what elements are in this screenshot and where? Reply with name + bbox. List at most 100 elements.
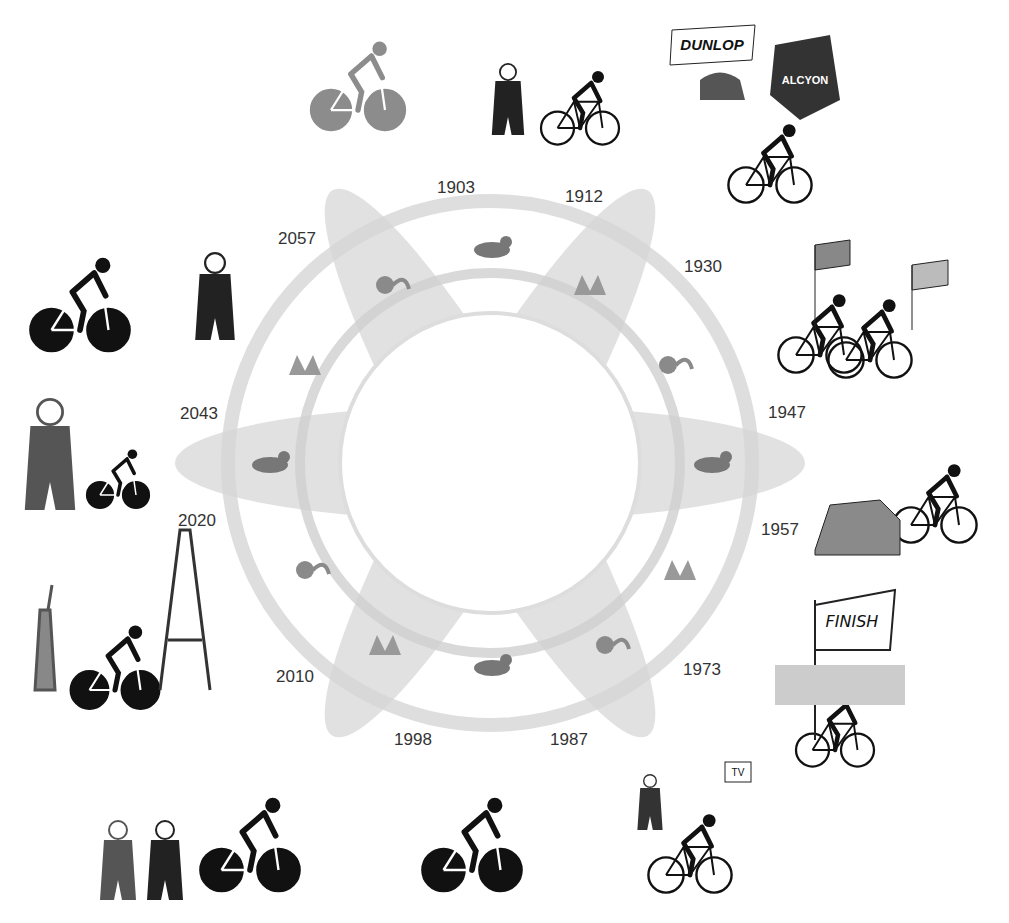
cyclist [541,71,619,145]
year-label: 1973 [683,661,721,680]
rider-body [242,813,275,870]
cyclist [828,299,911,377]
sign-figure [659,356,677,374]
zodiac-sign [694,451,732,473]
year-label: 1998 [394,731,432,750]
sign-head [500,236,512,248]
inner-disc [340,313,640,613]
flag-label: FINISH [826,613,879,631]
sign-tail [393,280,409,289]
rider-body [829,705,855,750]
person-suit [637,788,662,830]
rider-body [764,137,792,185]
rider-body [108,639,138,690]
sign-tail [313,565,329,574]
person-head [37,399,62,424]
year-label: 2020 [178,512,216,531]
rider-head [487,798,502,813]
lion [700,73,745,101]
cyclist [87,449,149,508]
rider-body [113,459,134,495]
statue-of-liberty [35,585,55,690]
cyclist [728,124,811,202]
person-head [644,775,657,788]
zodiac-sign [664,560,696,580]
flag [815,240,850,330]
rider-body [351,56,383,110]
sign-figure [289,355,321,375]
zodiac-sign [574,275,606,295]
year-label: 2010 [276,668,314,687]
rider-head [129,625,143,639]
cyclist [893,464,976,542]
rider-head [95,258,110,273]
sign-figure [664,560,696,580]
zodiac-sign [376,276,409,294]
person-head [500,64,516,80]
rider-body [684,827,712,875]
tv-screen [725,762,751,782]
sign-figure [369,635,401,655]
outer-ring [228,201,752,725]
year-label: 1987 [550,731,588,750]
flag [912,260,948,330]
zodiac-sign [474,236,512,258]
person [147,821,183,900]
rider-body [574,83,600,128]
person-head [205,253,225,273]
year-label: 1903 [437,179,475,198]
zodiac-sign [296,561,329,579]
person-suit [492,81,524,135]
sign-label: TV [732,767,745,778]
sign-figure [296,561,314,579]
sign-tail [676,360,692,369]
cyclist [311,42,405,130]
sign-head [278,451,290,463]
person-head [156,821,174,839]
rider-body [864,312,892,360]
rider-head [372,42,386,56]
sign-figure [574,275,606,295]
rider-body [929,477,957,525]
person [195,253,235,340]
zodiac-sign [369,635,401,655]
year-label: 1912 [565,188,603,207]
brand-label: ALCYON [780,74,830,86]
zodiac-sign [289,355,321,375]
sign-tail [613,640,629,649]
rider-head [703,814,716,827]
year-label: 1947 [768,404,806,423]
year-label: 2043 [180,405,218,424]
rider-head [883,299,896,312]
zodiac-sign [659,356,692,374]
zodiac-sign [474,654,512,676]
year-label: 2057 [278,230,316,249]
rider-body [814,307,842,355]
cyclist [31,258,130,351]
zodiac-sign [596,636,629,654]
car [815,500,900,555]
brand-label: DUNLOP [680,37,743,54]
middle-ring [300,273,680,653]
person-suit [195,274,235,340]
zodiac-wheel [175,161,805,765]
rider-head [265,798,280,813]
shield [770,35,840,120]
rider-head [592,71,604,83]
cyclist [423,798,522,891]
person-suit [25,426,75,510]
rider-head [948,464,961,477]
rider-head [783,124,796,137]
rider-head [833,294,846,307]
cyclist [201,798,300,891]
person-suit [147,840,183,900]
rider-body [72,273,105,330]
year-label: 1957 [761,521,799,540]
cyclist [71,625,159,708]
person-head [109,821,127,839]
eiffel-tower [160,530,210,690]
sign-figure [596,636,614,654]
person [492,64,524,135]
zodiac-sign [252,451,290,473]
